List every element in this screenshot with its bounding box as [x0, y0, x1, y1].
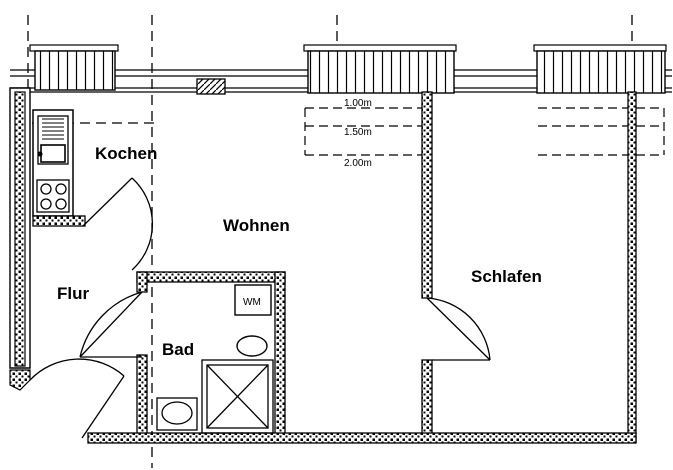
wall-bath-left-lower [136, 354, 148, 441]
room-label-kitchen: Kochen [95, 144, 157, 163]
wall-bottom [87, 432, 637, 444]
radiator-bedroom [533, 44, 667, 94]
wall-bath-right [274, 271, 286, 441]
door-bathroom [79, 291, 143, 358]
radiator-living [303, 44, 457, 94]
dimension-label-2: 1.50m [344, 127, 372, 138]
room-label-bedroom: Schlafen [471, 267, 542, 286]
vent-grille [196, 78, 226, 95]
wall-bath-top [136, 271, 286, 283]
sink-icon [37, 115, 69, 165]
dimension-label-3: 2.00m [344, 158, 372, 169]
washing-machine-icon [234, 284, 272, 316]
shower-tray-icon [201, 359, 274, 434]
exterior-wall-left [9, 87, 31, 391]
dimension-lines [304, 107, 665, 156]
room-label-living: Wohnen [223, 216, 290, 235]
washbasin-icon [156, 397, 198, 431]
room-label-hall: Flur [57, 284, 89, 303]
room-label-bath: Bad [162, 340, 194, 359]
door-kitchen [82, 177, 154, 271]
stove-icon [36, 179, 70, 213]
door-bedroom [426, 297, 491, 361]
dimension-label-1: 1.00m [344, 98, 372, 109]
door-entrance [29, 358, 125, 439]
wall-bedroom-partition [421, 91, 433, 299]
wall-bath-left [136, 271, 148, 293]
wall-bedroom-partition-lower [421, 359, 433, 441]
wall-right [627, 91, 637, 443]
interior-walls [87, 91, 637, 444]
radiator-kitchen [29, 44, 119, 91]
toilet-icon [236, 335, 268, 357]
washing-machine-label: WM [243, 297, 261, 308]
